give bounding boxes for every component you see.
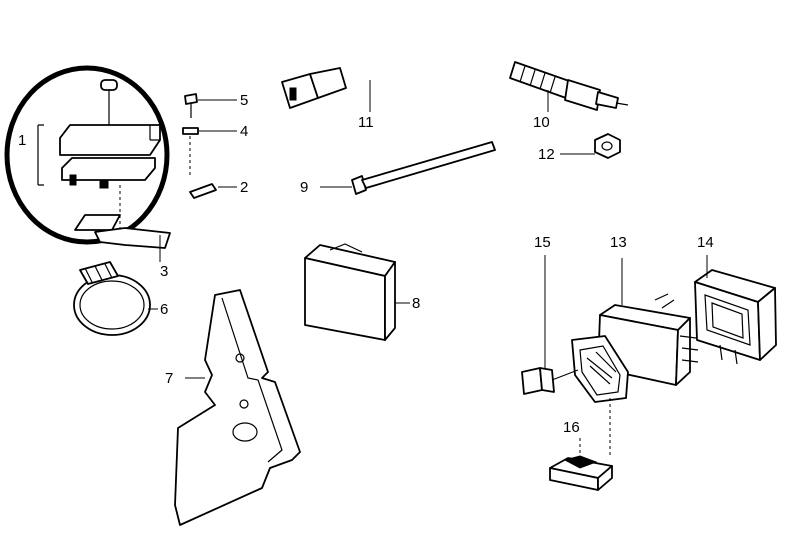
part-1-assembly[interactable] bbox=[37, 79, 161, 230]
part-11-cable[interactable] bbox=[281, 44, 531, 112]
label-6: 6 bbox=[160, 301, 168, 318]
label-4: 4 bbox=[240, 123, 248, 140]
part-12-nut[interactable] bbox=[560, 133, 621, 159]
part-8-relay[interactable] bbox=[304, 243, 410, 341]
part-16-clip[interactable] bbox=[549, 438, 613, 491]
part-15-fuse[interactable] bbox=[521, 255, 579, 395]
label-3: 3 bbox=[160, 263, 168, 280]
part-13-housing[interactable] bbox=[571, 258, 699, 455]
label-7: 7 bbox=[165, 370, 173, 387]
label-15: 15 bbox=[534, 234, 551, 251]
label-2: 2 bbox=[240, 179, 248, 196]
label-12: 12 bbox=[538, 146, 555, 163]
part-5-screw[interactable] bbox=[184, 93, 237, 118]
part-3-bracket[interactable] bbox=[74, 214, 171, 262]
label-16: 16 bbox=[563, 419, 580, 436]
highlight-circle bbox=[4, 65, 170, 245]
label-8: 8 bbox=[412, 295, 420, 312]
label-13: 13 bbox=[610, 234, 627, 251]
part-2-pin[interactable] bbox=[189, 183, 237, 199]
label-9: 9 bbox=[300, 179, 308, 196]
label-5: 5 bbox=[240, 92, 248, 109]
label-14: 14 bbox=[697, 234, 714, 251]
label-1: 1 bbox=[18, 132, 26, 149]
part-9-tie[interactable] bbox=[320, 141, 496, 195]
label-11: 11 bbox=[358, 114, 374, 131]
part-4-clip[interactable] bbox=[182, 127, 237, 175]
part-14-cover[interactable] bbox=[694, 255, 777, 365]
part-10-sensor[interactable] bbox=[509, 61, 629, 112]
label-10: 10 bbox=[533, 114, 550, 131]
part-6-clamp[interactable] bbox=[73, 261, 158, 336]
part-7-plate[interactable] bbox=[174, 289, 301, 526]
